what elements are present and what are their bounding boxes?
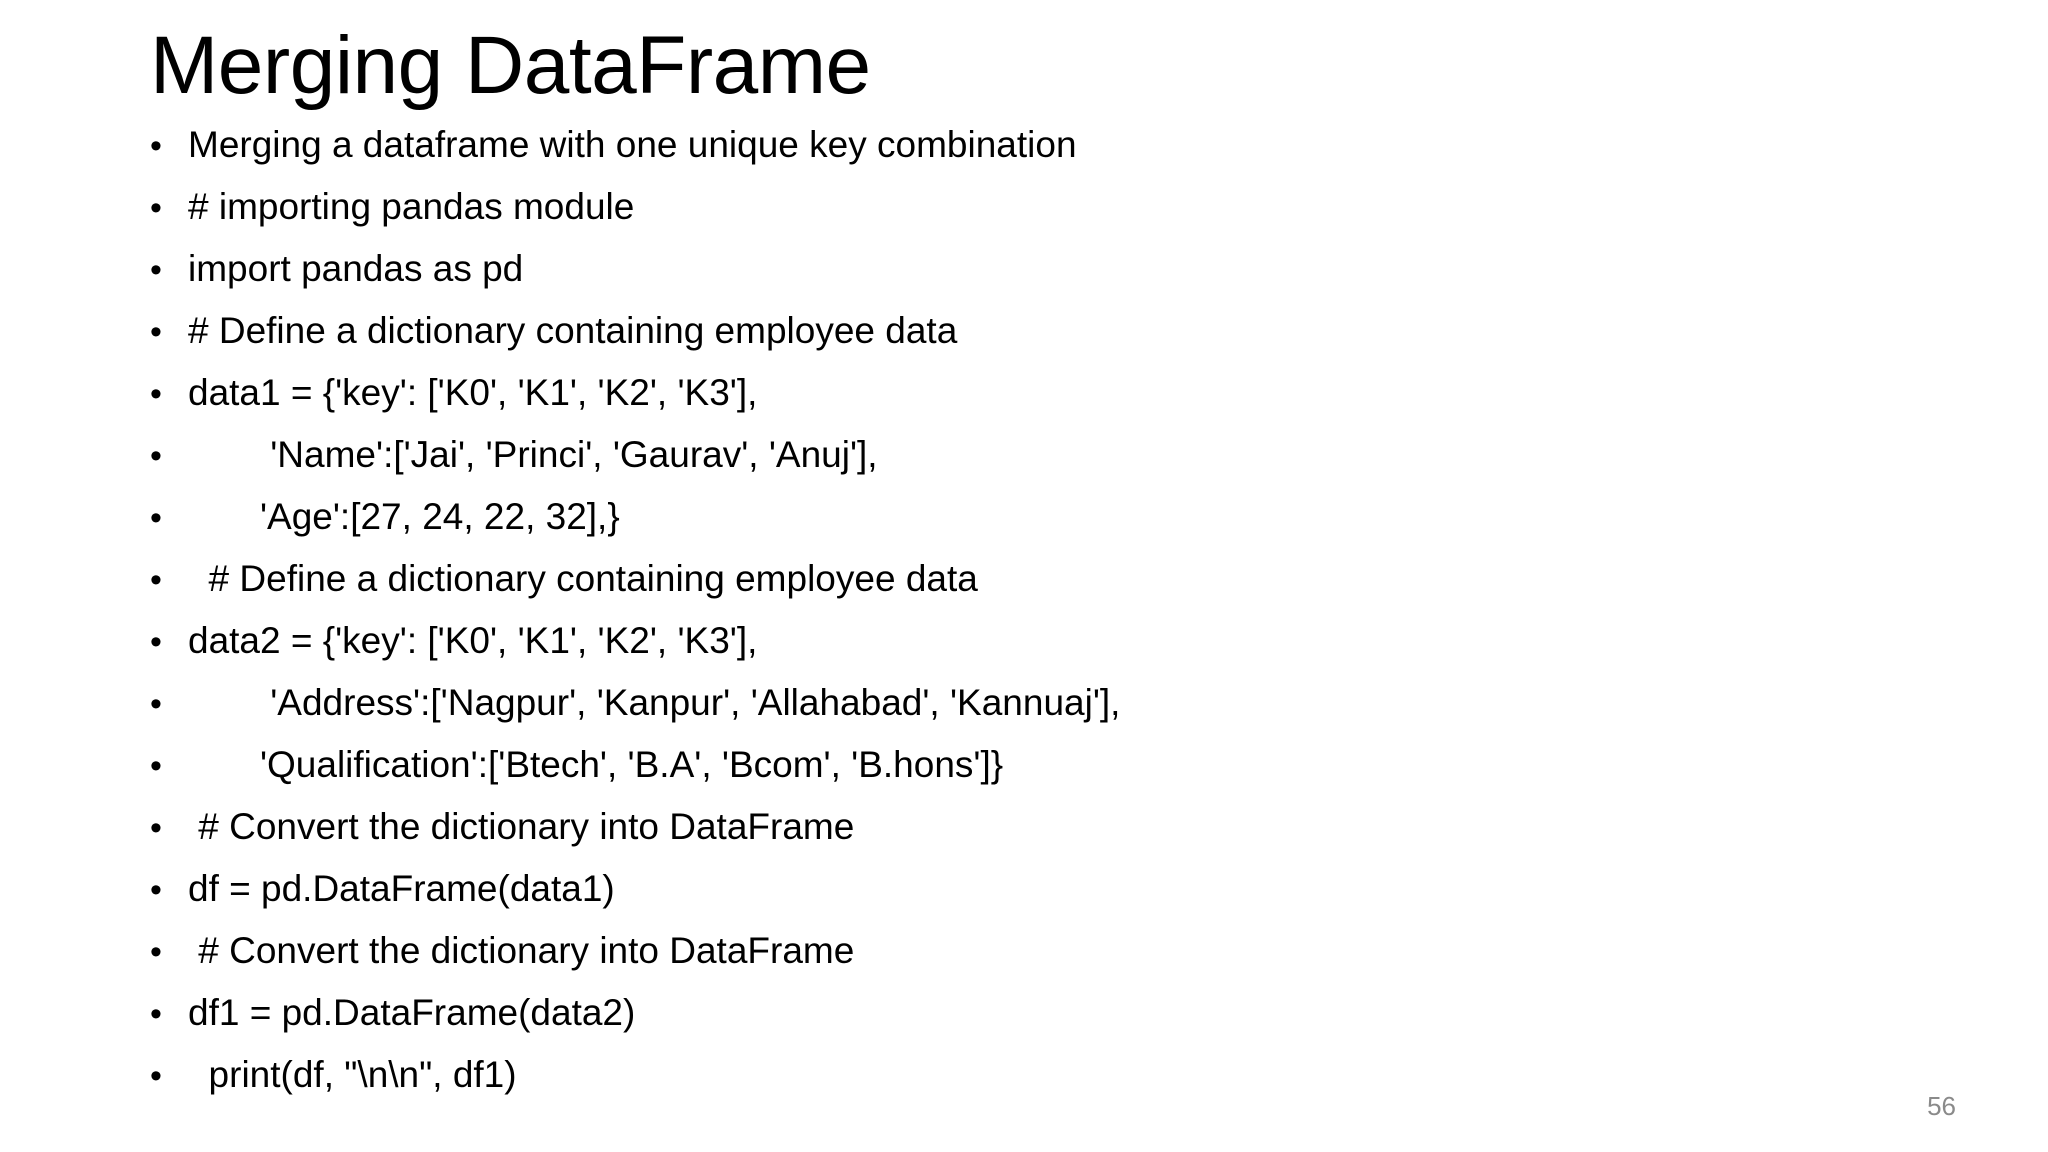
bullet-point-icon: • bbox=[150, 623, 162, 661]
list-item: • 'Name':['Jai', 'Princi', 'Gaurav', 'An… bbox=[150, 424, 1970, 486]
list-item: • # importing pandas module bbox=[150, 176, 1970, 238]
bullet-point-icon: • bbox=[150, 189, 162, 227]
slide-body-bullet-list: • Merging a dataframe with one unique key… bbox=[150, 114, 1970, 1106]
bullet-point-icon: • bbox=[150, 747, 162, 785]
list-item: • data1 = {'key': ['K0', 'K1', 'K2', 'K3'… bbox=[150, 362, 1970, 424]
bullet-point-icon: • bbox=[150, 437, 162, 475]
list-item-label: # Convert the dictionary into DataFrame bbox=[188, 930, 855, 971]
bullet-point-icon: • bbox=[150, 313, 162, 351]
bullet-point-icon: • bbox=[150, 1057, 162, 1095]
list-item-label: Merging a dataframe with one unique key … bbox=[188, 124, 1077, 165]
list-item: • df = pd.DataFrame(data1) bbox=[150, 858, 1970, 920]
bullet-point-icon: • bbox=[150, 871, 162, 909]
list-item: • 'Address':['Nagpur', 'Kanpur', 'Allaha… bbox=[150, 672, 1970, 734]
list-item: • df1 = pd.DataFrame(data2) bbox=[150, 982, 1970, 1044]
list-item-label: df1 = pd.DataFrame(data2) bbox=[188, 992, 636, 1033]
bullet-point-icon: • bbox=[150, 809, 162, 847]
list-item: • # Define a dictionary containing employ… bbox=[150, 300, 1970, 362]
list-item: • 'Qualification':['Btech', 'B.A', 'Bcom… bbox=[150, 734, 1970, 796]
list-item-label: print(df, "\n\n", df1) bbox=[188, 1054, 517, 1095]
list-item: • 'Age':[27, 24, 22, 32],} bbox=[150, 486, 1970, 548]
list-item: • print(df, "\n\n", df1) bbox=[150, 1044, 1970, 1106]
list-item-label: import pandas as pd bbox=[188, 248, 524, 289]
list-item-label: 'Age':[27, 24, 22, 32],} bbox=[188, 496, 620, 537]
bullet-point-icon: • bbox=[150, 375, 162, 413]
list-item-label: 'Name':['Jai', 'Princi', 'Gaurav', 'Anuj… bbox=[188, 434, 878, 475]
page-title: Merging DataFrame bbox=[150, 20, 871, 111]
bullet-point-icon: • bbox=[150, 995, 162, 1033]
list-item-label: 'Address':['Nagpur', 'Kanpur', 'Allahaba… bbox=[188, 682, 1121, 723]
bullet-point-icon: • bbox=[150, 127, 162, 165]
list-item: • # Convert the dictionary into DataFram… bbox=[150, 920, 1970, 982]
bullet-point-icon: • bbox=[150, 933, 162, 971]
bullet-point-icon: • bbox=[150, 685, 162, 723]
list-item-label: # Define a dictionary containing employe… bbox=[188, 558, 978, 599]
list-item: • # Convert the dictionary into DataFram… bbox=[150, 796, 1970, 858]
list-item-label: data2 = {'key': ['K0', 'K1', 'K2', 'K3']… bbox=[188, 620, 758, 661]
slide-number: 56 bbox=[1927, 1091, 1956, 1121]
list-item-label: 'Qualification':['Btech', 'B.A', 'Bcom',… bbox=[188, 744, 1004, 785]
list-item-label: data1 = {'key': ['K0', 'K1', 'K2', 'K3']… bbox=[188, 372, 758, 413]
list-item: • data2 = {'key': ['K0', 'K1', 'K2', 'K3'… bbox=[150, 610, 1970, 672]
list-item: • Merging a dataframe with one unique key… bbox=[150, 114, 1970, 176]
bullet-point-icon: • bbox=[150, 561, 162, 599]
list-item: • import pandas as pd bbox=[150, 238, 1970, 300]
list-item: • # Define a dictionary containing emplo… bbox=[150, 548, 1970, 610]
list-item-label: # Define a dictionary containing employe… bbox=[188, 310, 958, 351]
bullet-point-icon: • bbox=[150, 251, 162, 289]
list-item-label: # importing pandas module bbox=[188, 186, 635, 227]
list-item-label: # Convert the dictionary into DataFrame bbox=[188, 806, 855, 847]
list-item-label: df = pd.DataFrame(data1) bbox=[188, 868, 615, 909]
bullet-point-icon: • bbox=[150, 499, 162, 537]
